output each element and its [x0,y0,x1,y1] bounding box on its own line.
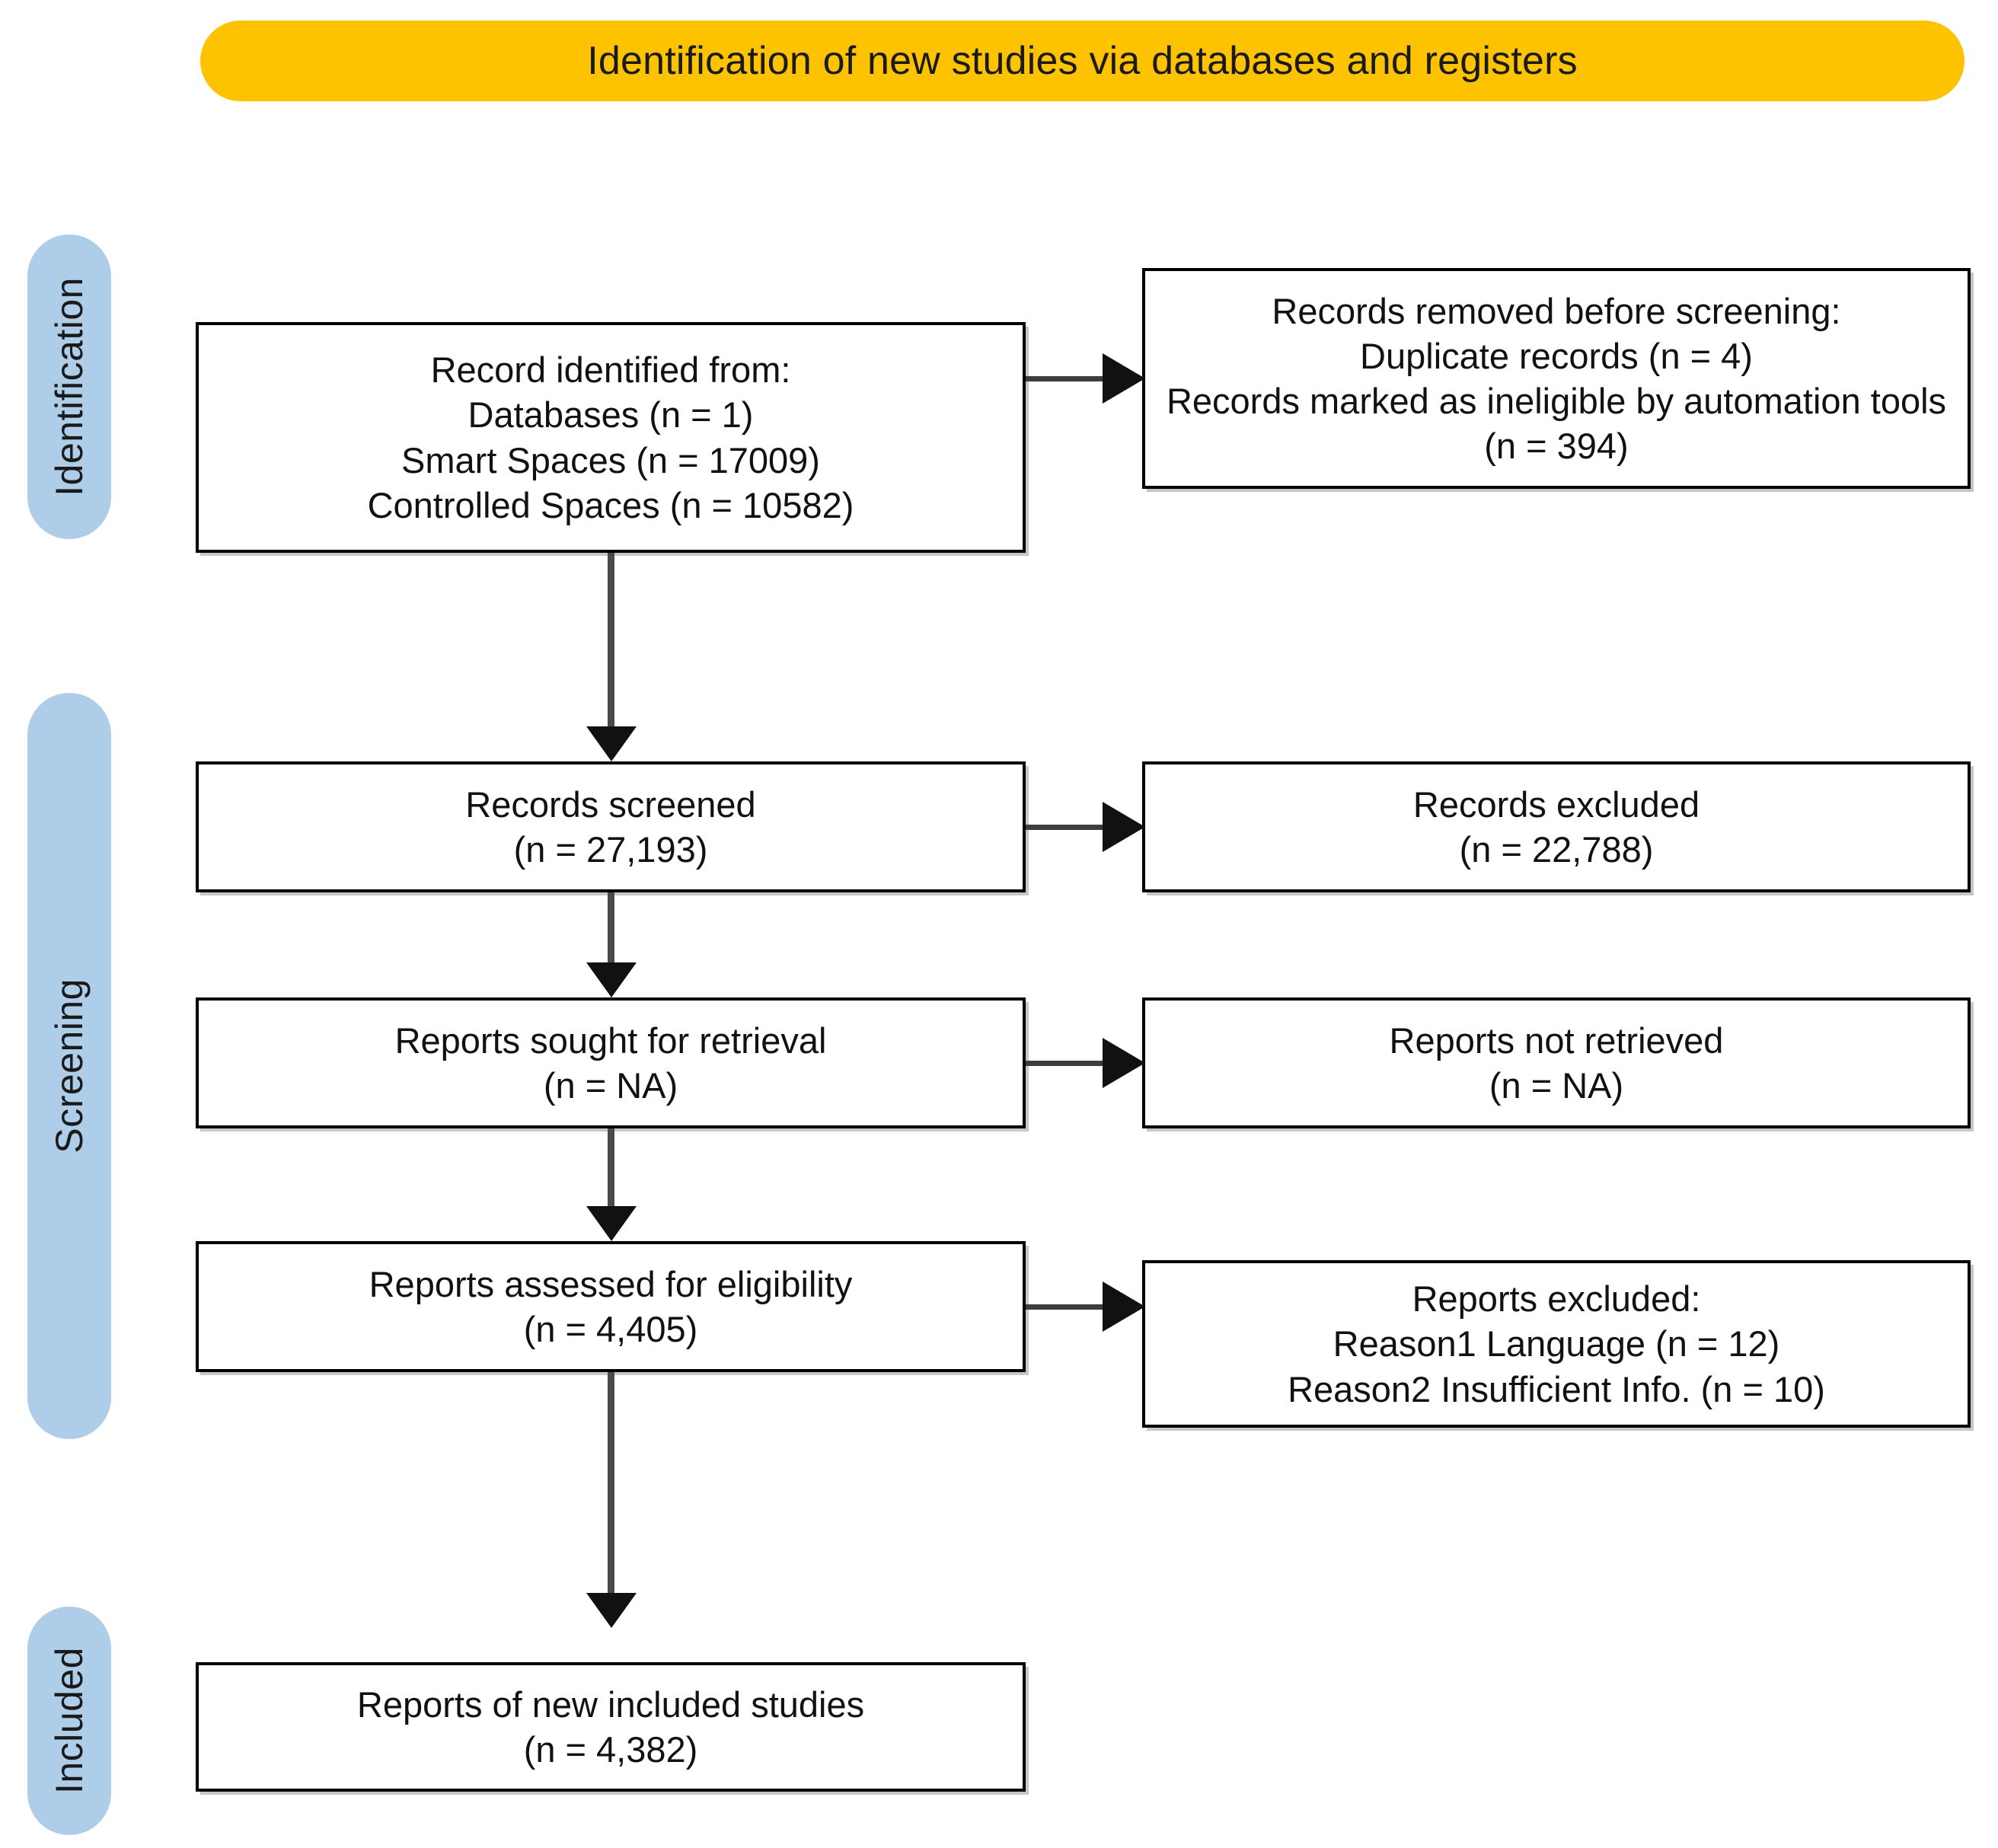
box-line: (n = 4,405) [523,1309,698,1349]
arrow-head-right-icon [1103,802,1145,852]
arrow-head-down-icon [586,962,637,997]
box-records-removed-before-screening: Records removed before screening: Duplic… [1142,268,1971,489]
box-line: Reports sought for retrieval [394,1020,827,1061]
box-reports-excluded-reasons: Reports excluded: Reason1 Language (n = … [1142,1260,1971,1428]
box-records-screened: Records screened (n = 27,193) [196,761,1026,892]
flow-arrow-screened-to-excluded [1026,825,1111,830]
box-line: Duplicate records (n = 4) [1360,335,1753,376]
arrow-head-down-icon [586,726,637,761]
flow-arrow-sought-to-assessed [608,1128,614,1206]
arrow-head-right-icon [1103,353,1145,404]
box-line: Controlled Spaces (n = 10582) [367,484,854,525]
flow-arrow-assessed-to-reportsexcluded [1026,1304,1111,1310]
box-line: (n = NA) [1489,1065,1624,1106]
box-line: Reports not retrieved [1389,1020,1724,1061]
flow-arrow-assessed-to-included [608,1372,614,1593]
box-line: Records screened [465,784,756,825]
box-records-excluded: Records excluded (n = 22,788) [1142,761,1971,892]
box-line: Record identified from: [430,349,791,391]
stage-label-identification: Identification [48,277,91,496]
box-records-identified: Record identified from: Databases (n = 1… [196,322,1026,553]
box-reports-assessed-for-eligibility: Reports assessed for eligibility (n = 4,… [196,1241,1026,1372]
flow-arrow-screened-to-sought [608,892,614,962]
box-line: Databases (n = 1) [468,394,754,436]
box-reports-of-new-included-studies: Reports of new included studies (n = 4,3… [196,1662,1026,1792]
arrow-head-right-icon [1103,1038,1145,1088]
box-line: Reason1 Language (n = 12) [1333,1323,1780,1364]
stage-pill-screening: Screening [27,693,111,1439]
diagram-title: Identification of new studies via databa… [587,39,1578,83]
stage-pill-included: Included [27,1607,111,1835]
flow-arrow-identified-to-screened [608,553,614,726]
box-line: (n = 4,382) [523,1729,698,1770]
box-line: Records removed before screening: [1272,290,1841,331]
arrow-head-right-icon [1103,1281,1145,1332]
box-line: Reports of new included studies [356,1684,865,1725]
box-line: Reports assessed for eligibility [369,1263,853,1304]
box-line: (n = 22,788) [1459,829,1654,870]
diagram-header-banner: Identification of new studies via databa… [200,21,1964,101]
box-line: (n = NA) [543,1065,678,1106]
box-line: (n = 27,193) [513,829,708,870]
box-reports-not-retrieved: Reports not retrieved (n = NA) [1142,997,1971,1128]
flow-arrow-sought-to-notretrieved [1026,1061,1111,1066]
box-line: Reports excluded: [1412,1278,1701,1320]
stage-pill-identification: Identification [27,235,111,539]
arrow-head-down-icon [586,1593,637,1628]
box-line: Smart Spaces (n = 17009) [401,439,820,480]
box-line: Records marked as ineligible by automati… [1166,381,1947,467]
stage-label-screening: Screening [48,978,91,1154]
stage-label-included: Included [48,1647,91,1795]
arrow-head-down-icon [586,1206,637,1241]
box-reports-sought-for-retrieval: Reports sought for retrieval (n = NA) [196,997,1026,1128]
flow-arrow-identified-to-removed [1026,376,1111,381]
box-line: Reason2 Insufficient Info. (n = 10) [1288,1368,1825,1409]
box-line: Records excluded [1412,784,1700,825]
